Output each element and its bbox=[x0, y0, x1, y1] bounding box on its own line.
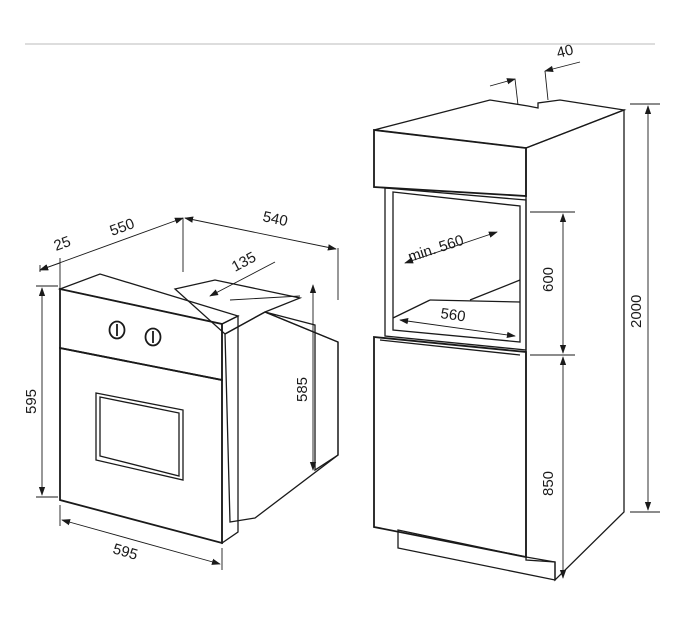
dim-cabinet-850: 850 bbox=[540, 471, 557, 496]
dim-cabinet-2000: 2000 bbox=[628, 295, 645, 328]
oven-knob-right bbox=[144, 327, 162, 347]
cabinet-drawing bbox=[373, 99, 627, 582]
dim-oven-25: 25 bbox=[52, 233, 73, 255]
oven-window bbox=[95, 392, 184, 481]
oven-knob-left bbox=[108, 320, 126, 340]
dim-oven-540: 540 bbox=[261, 208, 289, 230]
dim-cabinet-40: 40 bbox=[555, 41, 575, 62]
dim-oven-595-width: 595 bbox=[111, 541, 140, 564]
dim-oven-135: 135 bbox=[229, 249, 259, 276]
dim-oven-585: 585 bbox=[294, 377, 311, 402]
dim-cabinet-560: 560 bbox=[439, 305, 466, 325]
dim-cabinet-min-560: min. 560 bbox=[406, 232, 466, 266]
dim-oven-595-height: 595 bbox=[23, 389, 40, 414]
oven-drawing bbox=[57, 273, 339, 545]
dim-cabinet-600: 600 bbox=[540, 267, 557, 292]
oven-dimension-lines bbox=[36, 216, 339, 570]
cabinet-dimension-lines bbox=[399, 61, 660, 579]
